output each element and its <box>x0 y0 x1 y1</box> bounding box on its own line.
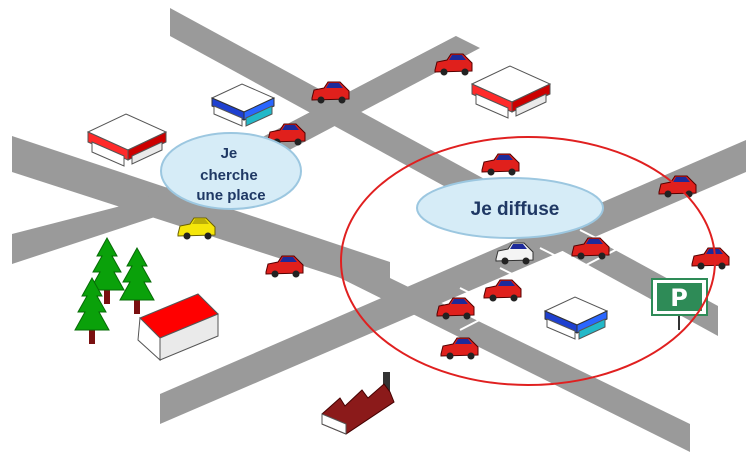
car-icon <box>691 247 730 270</box>
bubble-searching-line-3: une place <box>196 187 265 204</box>
parking-sign-letter: P <box>670 284 688 312</box>
house-icon <box>137 293 219 362</box>
factory-icon <box>321 372 395 435</box>
shop-icon <box>211 83 275 127</box>
svg-text:Je cherche une pla: Je cherche une place <box>196 145 265 204</box>
tree-icon <box>119 247 155 315</box>
bubble-broadcasting: Je diffuse <box>416 177 604 239</box>
parking-sign-icon: P <box>651 278 708 330</box>
bubble-searching-line-1: Je <box>221 145 238 162</box>
car-icon <box>483 279 522 302</box>
bubble-broadcasting-text: Je diffuse <box>471 199 560 220</box>
bubble-searching: Je cherche une place <box>160 132 302 210</box>
bubble-searching-line-2: cherche <box>200 167 258 184</box>
broadcast-range-circle <box>340 136 716 386</box>
